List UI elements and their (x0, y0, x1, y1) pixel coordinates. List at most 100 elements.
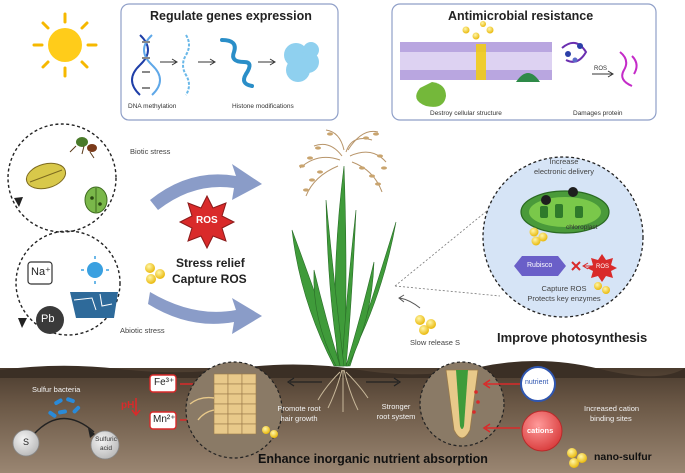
ros-label: ROS (196, 215, 218, 226)
ros-small-label: ROS (596, 264, 610, 270)
protects-enzymes-label: Protects key enzymes (527, 294, 601, 303)
increase-label: Increase (549, 157, 579, 166)
root-arrow-left (286, 377, 322, 387)
ros-tag: ROS (594, 66, 608, 72)
capture-ros-label: Capture ROS (172, 272, 247, 286)
root-cells-icon (213, 373, 257, 435)
protein-cluster-icon (561, 41, 588, 63)
ros-star-icon (178, 194, 236, 250)
beetle-icon (84, 186, 108, 214)
protein-chain-icon (220, 38, 254, 88)
cations-bubble (521, 410, 563, 452)
sulfuric-label: Sulfuric (95, 436, 117, 443)
photosynthesis-circle (482, 156, 644, 318)
cracked-soil-icon (70, 292, 118, 318)
nano-sulfur-slow-release (415, 315, 436, 335)
fe-ion-box (149, 374, 177, 393)
mn-ion-label: Mn²⁺ (153, 414, 176, 425)
pb-ion-circle (36, 306, 64, 334)
stress-arrow-bottom (148, 292, 262, 334)
rice-plant (291, 129, 397, 412)
antimicrobial-panel-title: Antimicrobial resistance (448, 9, 594, 23)
cations-arrow (482, 423, 520, 433)
capture-ros-photo-label: Capture ROS (541, 284, 587, 293)
acid-label: acid (100, 445, 112, 452)
rubisco-label: Rubisco (527, 262, 553, 269)
mrna-strand-icon (182, 34, 190, 96)
conversion-arrowhead (88, 428, 95, 438)
stress-arrow-top (150, 164, 262, 210)
binding-sites-label: binding sites (590, 414, 632, 423)
dna-helix-icon (131, 34, 161, 96)
rubisco-enzyme (514, 256, 566, 276)
nano-sulfur-rubisco (594, 282, 610, 294)
sulfur-bacteria-icons (48, 397, 81, 418)
root-system-label: root system (376, 412, 416, 421)
folded-protein-icon (284, 42, 319, 82)
root-tip-icon (445, 369, 479, 439)
arrow-2 (198, 58, 216, 66)
ant-icon (69, 137, 97, 159)
nutrient-label: nutrient (525, 379, 549, 386)
hair-growth-label: hair growth (280, 414, 318, 423)
s-particle-circle (12, 429, 40, 457)
ros-star-small (587, 254, 617, 282)
arrow-3 (258, 58, 276, 66)
nutrient-bubble (520, 366, 556, 402)
nano-sulfur-legend-label: nano-sulfur (594, 451, 652, 463)
root-arrow-right (366, 377, 402, 387)
chloroplast-label: chloroplast (566, 224, 598, 231)
cations-label: cations (527, 426, 554, 435)
cation-dots (472, 390, 480, 414)
cation-binding-label: Increased cation (584, 404, 640, 413)
slow-release-arrow (398, 294, 421, 309)
promote-root-label: Promote root (277, 404, 321, 413)
na-ion-box (27, 261, 53, 285)
improve-photosynthesis-label: Improve photosynthesis (497, 330, 648, 345)
slow-release-label: Slow release S (410, 338, 461, 347)
cold-sun-icon (81, 256, 109, 284)
ph-label: pH (121, 400, 135, 411)
s-particle-label: S (23, 437, 30, 447)
block-cross-icon (571, 261, 581, 271)
nano-sulfur-legend-icon (567, 448, 587, 468)
mn-ion-box (149, 411, 177, 430)
soil-surface (0, 360, 685, 378)
chloroplast-icon (520, 187, 610, 234)
abiotic-stress-circle (15, 230, 121, 336)
leaf-icon (25, 162, 67, 190)
sulfur-bacteria-label: Sulfur bacteria (32, 385, 81, 394)
nano-sulfur-cluster-left (145, 263, 165, 284)
fe-ion-label: Fe³⁺ (154, 377, 175, 388)
root-hair-strands (189, 396, 215, 421)
dome-protein (516, 73, 540, 82)
ph-down-arrow (131, 398, 141, 417)
stress-relief-label: Stress relief (176, 256, 245, 270)
biotic-cycle-arrow (14, 197, 23, 207)
genes-panel-title: Regulate genes expression (150, 9, 312, 23)
nano-sulfur-chloroplast (529, 227, 548, 246)
na-ion-label: Na⁺ (31, 266, 51, 278)
arrow-4 (592, 70, 614, 78)
pb-ion-label: Pb (41, 313, 55, 325)
damaged-protein-icon (619, 51, 638, 87)
enhance-absorption-label: Enhance inorganic nutrient absorption (258, 452, 488, 466)
sulfuric-acid-circle (90, 430, 120, 460)
electronic-delivery-label: electronic delivery (533, 167, 595, 176)
nano-sulfur-root-hair (262, 426, 278, 438)
cell-membrane-icon (400, 42, 552, 80)
damages-protein-label: Damages protein (573, 110, 623, 117)
pointer-line-bottom (394, 285, 501, 297)
abiotic-stress-label: Abiotic stress (120, 326, 165, 335)
abiotic-cycle-arrow (18, 318, 27, 328)
arrow-1 (160, 58, 178, 66)
pointer-line-top (394, 209, 489, 287)
stronger-label: Stronger (381, 402, 411, 411)
destroy-structure-label: Destroy cellular structure (430, 110, 502, 117)
histone-modifications-label: Histone modifications (232, 103, 294, 110)
biotic-stress-label: Biotic stress (130, 147, 171, 156)
sun-icon (32, 12, 98, 78)
nano-sulfur-particles-top (462, 21, 494, 40)
dna-methylation-label: DNA methylation (128, 103, 177, 110)
